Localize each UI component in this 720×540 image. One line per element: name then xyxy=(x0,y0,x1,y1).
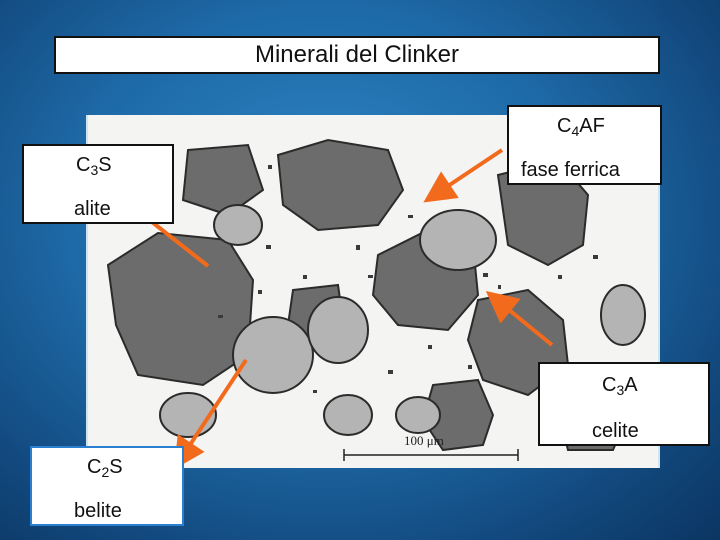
c3s-formula-tail: S xyxy=(98,154,112,176)
c2s-formula-tail: S xyxy=(109,456,123,478)
scale-bar-label: 100 μm xyxy=(404,433,444,448)
c3a-formula: C3A xyxy=(602,374,638,398)
c3a-name: celite xyxy=(592,420,639,442)
alite-crystal xyxy=(181,143,265,217)
label-c3a: C3A celite xyxy=(538,362,710,446)
c4af-formula: C4AF xyxy=(557,115,605,139)
label-c2s: C2S belite xyxy=(30,446,184,526)
c4af-name: fase ferrica xyxy=(521,159,620,181)
c2s-formula-main: C xyxy=(87,456,102,478)
c4af-formula-sub: 4 xyxy=(571,123,580,139)
c4af-formula-tail: AF xyxy=(579,115,605,137)
c3a-formula-main: C xyxy=(602,374,617,396)
c4af-formula-main: C xyxy=(557,115,572,137)
belite-grain xyxy=(307,296,369,364)
alite-crystal xyxy=(276,138,405,232)
belite-grain xyxy=(395,396,441,434)
alite-crystal xyxy=(106,231,255,387)
belite-grain xyxy=(600,284,646,346)
c2s-formula-sub: 2 xyxy=(101,464,110,480)
belite-grain xyxy=(213,204,263,246)
c3s-name: alite xyxy=(74,198,111,220)
c2s-formula: C2S xyxy=(87,456,123,480)
belite-grain xyxy=(159,392,217,438)
c3a-formula-sub: 3 xyxy=(616,382,625,398)
c3a-formula-tail: A xyxy=(624,374,638,396)
c3s-formula: C3S xyxy=(76,154,112,178)
label-c4af: C4AF fase ferrica xyxy=(507,105,662,185)
c3s-formula-main: C xyxy=(76,154,91,176)
belite-grain xyxy=(232,316,314,394)
belite-grain xyxy=(323,394,373,436)
c2s-name: belite xyxy=(74,500,122,522)
micrograph-drawing: 100 μm xyxy=(106,138,646,461)
slide-title: Minerali del Clinker xyxy=(54,36,660,74)
belite-grain xyxy=(419,209,497,271)
slide-title-text: Minerali del Clinker xyxy=(254,41,460,68)
c3s-formula-sub: 3 xyxy=(90,162,99,178)
label-c3s: C3S alite xyxy=(22,144,174,224)
